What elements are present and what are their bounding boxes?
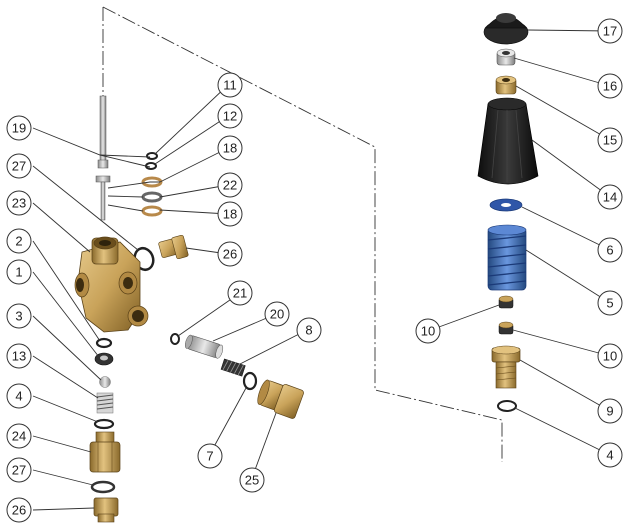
part-27-washer-lower (90, 480, 116, 494)
callout-10-left: 10 (415, 318, 441, 344)
callout-17-label: 17 (603, 24, 617, 39)
callout-5: 5 (597, 290, 623, 316)
callout-10-left-label: 10 (421, 324, 435, 339)
callout-4-left-label: 4 (15, 389, 22, 404)
part-6-washer (489, 198, 523, 212)
part-17-cap (483, 13, 529, 45)
part-25-nut (257, 379, 304, 419)
callout-21: 21 (227, 280, 253, 306)
part-26-plug-lower (93, 497, 119, 523)
part-20-piston (185, 334, 224, 359)
callout-19: 19 (6, 115, 32, 141)
part-13-spring (96, 392, 114, 414)
part-2-oring (95, 337, 113, 349)
part-19-stem (95, 95, 111, 221)
callout-10-right: 10 (597, 343, 623, 369)
part-10-nut-upper (498, 295, 514, 309)
part-10-nut-lower (498, 321, 514, 335)
part-14-knob (477, 97, 539, 185)
callout-27-upper: 27 (6, 153, 32, 179)
callout-26-upper-label: 26 (223, 247, 237, 262)
callout-3: 3 (6, 303, 32, 329)
part-7-oring (242, 371, 258, 391)
callout-13-label: 13 (12, 349, 26, 364)
callout-24-label: 24 (12, 429, 26, 444)
callout-8: 8 (296, 317, 322, 343)
callout-27-upper-label: 27 (12, 159, 26, 174)
callout-8-label: 8 (305, 323, 312, 338)
callout-1: 1 (6, 259, 32, 285)
part-21-oring (170, 333, 180, 345)
callout-18-top-label: 18 (223, 141, 237, 156)
callout-6: 6 (597, 237, 623, 263)
part-22-washer (141, 191, 163, 203)
callout-12: 12 (217, 103, 243, 129)
callout-25-label: 25 (245, 473, 259, 488)
callout-22: 22 (217, 172, 243, 198)
callout-11-label: 11 (223, 78, 237, 93)
callout-5-label: 5 (606, 296, 613, 311)
callout-9-label: 9 (606, 404, 613, 419)
callout-2-label: 2 (15, 234, 22, 249)
part-5-spring (487, 224, 527, 291)
callout-4-right-label: 4 (606, 448, 613, 463)
part-4-oring-left (93, 418, 115, 430)
callout-13: 13 (6, 343, 32, 369)
part-23-valve-body (74, 236, 149, 333)
callout-22-label: 22 (223, 178, 237, 193)
callout-27-lower: 27 (6, 457, 32, 483)
callout-23: 23 (6, 190, 32, 216)
callout-26-lower: 26 (6, 497, 32, 523)
callout-25: 25 (239, 467, 265, 493)
part-26-plug-upper (158, 234, 189, 260)
callout-7: 7 (197, 443, 223, 469)
callout-1-label: 1 (15, 265, 22, 280)
callout-6-label: 6 (606, 243, 613, 258)
callout-14: 14 (597, 184, 623, 210)
callout-4-left: 4 (6, 383, 32, 409)
part-11-oring (146, 152, 158, 160)
callout-17: 17 (597, 18, 623, 44)
callout-9: 9 (597, 398, 623, 424)
callout-20-label: 20 (270, 307, 284, 322)
callout-18-top: 18 (217, 135, 243, 161)
callout-26-lower-label: 26 (12, 503, 26, 518)
part-18-washer-bottom (141, 205, 163, 217)
part-15-nut (495, 75, 517, 95)
leader-lines (32, 29, 611, 511)
callout-16: 16 (597, 73, 623, 99)
part-8-spring (220, 358, 246, 377)
callout-21-label: 21 (233, 286, 247, 301)
callout-20: 20 (264, 301, 290, 327)
callout-23-label: 23 (12, 196, 26, 211)
callout-11: 11 (217, 72, 243, 98)
callout-12-label: 12 (223, 109, 237, 124)
callout-15: 15 (597, 127, 623, 153)
part-9-fitting (491, 345, 521, 389)
part-24-fitting (89, 431, 121, 473)
callout-10-right-label: 10 (603, 349, 617, 364)
callout-18-bottom: 18 (217, 201, 243, 227)
callout-7-label: 7 (206, 449, 213, 464)
assembly-path-line (102, 6, 503, 462)
callout-3-label: 3 (15, 309, 22, 324)
callout-15-label: 15 (603, 133, 617, 148)
callout-18-bottom-label: 18 (223, 207, 237, 222)
part-4-oring-right (497, 400, 517, 412)
callout-19-label: 19 (12, 121, 26, 136)
callout-27-lower-label: 27 (12, 463, 26, 478)
callout-2: 2 (6, 228, 32, 254)
callout-4-right: 4 (597, 442, 623, 468)
callout-24: 24 (6, 423, 32, 449)
callout-14-label: 14 (603, 190, 617, 205)
callout-26-upper: 26 (217, 241, 243, 267)
part-3-ball (99, 376, 111, 388)
part-16-nut (496, 48, 516, 66)
callout-16-label: 16 (603, 79, 617, 94)
part-1-seat (94, 352, 114, 366)
